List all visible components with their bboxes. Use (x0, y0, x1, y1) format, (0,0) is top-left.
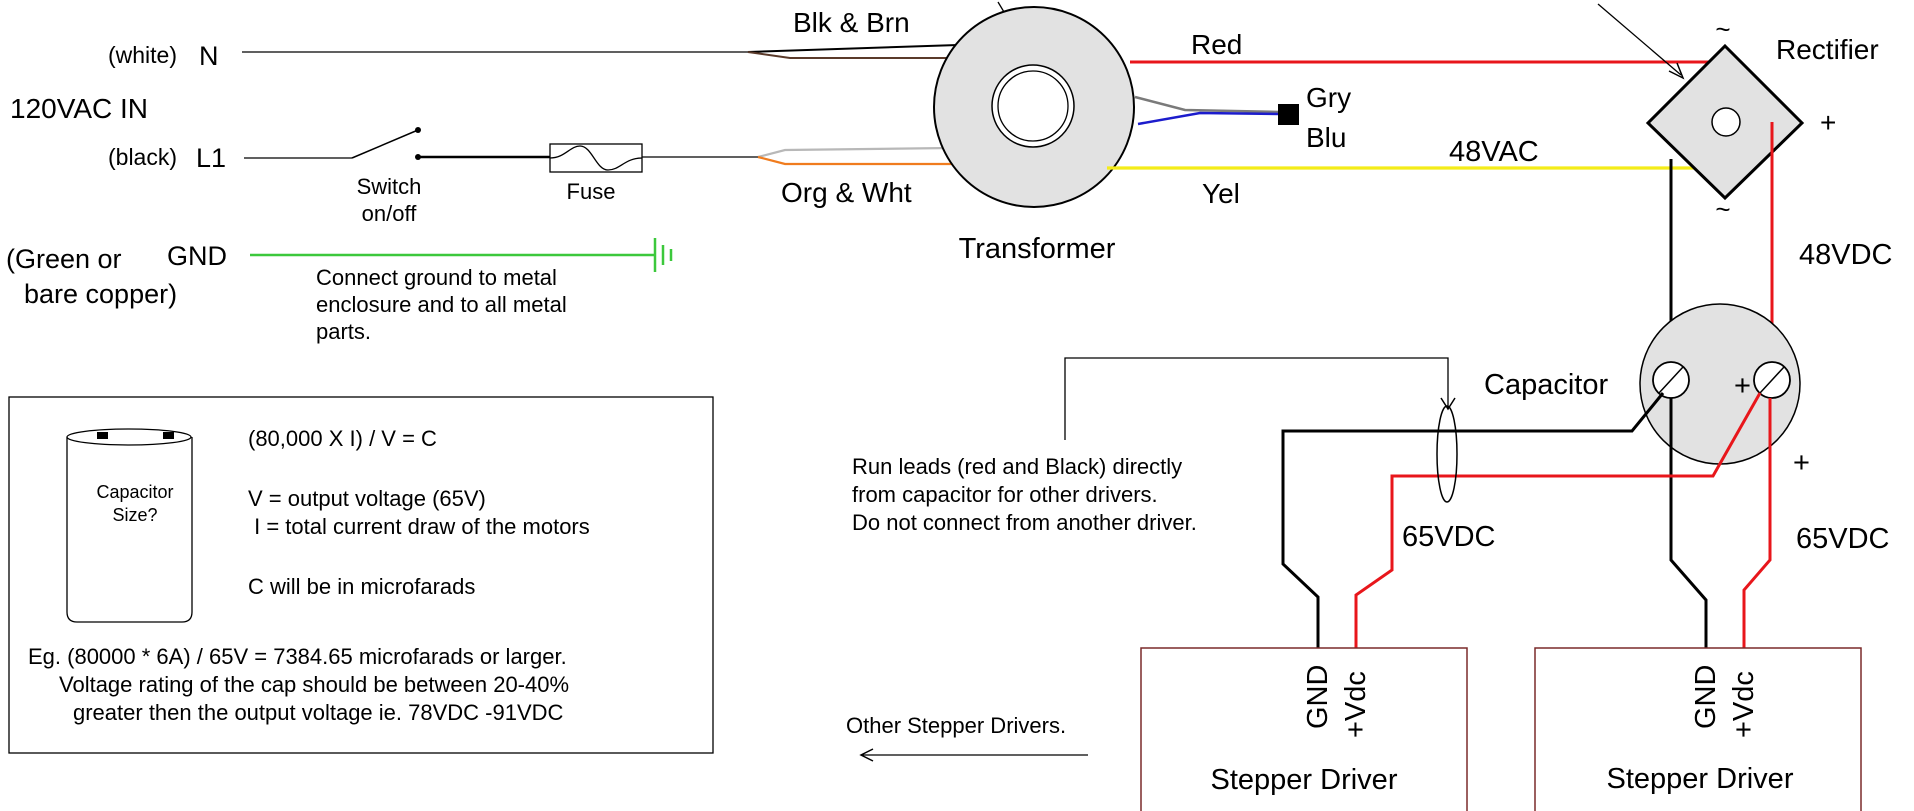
other-drivers-callout: Other Stepper Drivers. (846, 713, 1088, 762)
primary-lead-brown (747, 51, 962, 59)
ground-note-line-2: enclosure and to all metal (316, 292, 567, 317)
driver2-vdc-wire (1742, 398, 1772, 648)
example-line-3: greater then the output voltage ie. 78VD… (73, 700, 564, 725)
stepper-driver-1: GND +Vdc Stepper Driver (1140, 647, 1468, 811)
leads-note-arrowhead (1440, 397, 1456, 411)
switch: Switch on/off (351, 127, 422, 226)
switch-blade (351, 129, 419, 159)
stepper-driver-2-vdc-label: +Vdc (1728, 671, 1760, 738)
capacitor-negative-terminal (1652, 361, 1690, 399)
yellow-wire-label: Yel (1202, 178, 1240, 209)
transformer-leader-arrow (997, 1, 1005, 13)
primary-lead-white (757, 146, 951, 159)
neutral-prefix-label: (white) (108, 42, 177, 68)
ground-note-line-3: parts. (316, 319, 371, 344)
capacitor-plus-label: + (1734, 370, 1751, 402)
secondary-voltage-label: 48VAC (1449, 136, 1539, 168)
stepper-driver-2-body (1534, 647, 1862, 811)
current-definition: I = total current draw of the motors (248, 514, 590, 539)
capacitor-size-question: Size? (112, 505, 157, 525)
red-wire-label: Red (1191, 29, 1242, 60)
driver2-gnd-wire (1669, 398, 1708, 648)
switch-contact-top (415, 127, 421, 133)
ground-prefix-label-2: bare copper) (24, 279, 177, 309)
example-line-2: Voltage rating of the cap should be betw… (59, 672, 569, 697)
gry-blu-terminal (1278, 104, 1299, 125)
gray-wire-label: Gry (1306, 82, 1351, 113)
capacitor-output-left-label: 65VDC (1402, 521, 1496, 553)
blue-wire (1137, 111, 1281, 126)
fuse: Fuse (549, 143, 643, 204)
fuse-element (549, 145, 643, 171)
formula-text: (80,000 X I) / V = C (248, 426, 437, 451)
primary-top-wires-label: Blk & Brn (793, 7, 910, 38)
capacitor-output-right-label: 65VDC (1796, 523, 1890, 555)
voltage-definition: V = output voltage (65V) (248, 486, 486, 511)
line-label: L1 (196, 143, 226, 173)
rectifier-center-hole (1711, 107, 1741, 137)
twisted-pair-marker (1436, 405, 1458, 503)
stepper-driver-1-label: Stepper Driver (1211, 764, 1398, 796)
switch-state-label: on/off (362, 201, 418, 226)
switch-label: Switch (357, 174, 422, 199)
blue-wire-label: Blu (1306, 122, 1346, 153)
driver1-vdc-wire (1354, 392, 1762, 648)
transformer-section: Blk & Brn Org & Wht Transformer Red Gry … (747, 1, 1728, 265)
transformer-label: Transformer (959, 233, 1116, 265)
ground-note-line-1: Connect ground to metal (316, 265, 557, 290)
capacitor-label: Capacitor (1484, 369, 1608, 401)
capacitor-size-label: Capacitor (96, 482, 173, 502)
rectifier-ac-symbol-bottom: ~ (1715, 194, 1730, 224)
leads-note-line-1: Run leads (red and Black) directly (852, 454, 1182, 479)
capacitor-calc-box: Capacitor Size? (80,000 X I) / V = C V =… (8, 396, 714, 754)
rectifier-leader-arrowhead (1668, 62, 1685, 80)
ground-connection (250, 238, 673, 272)
capacitor-can-terminal-left (97, 432, 108, 439)
capacitor-drawing: Capacitor Size? (66, 428, 193, 623)
negative-terminal-slot (1658, 366, 1684, 394)
rectifier-label: Rectifier (1776, 34, 1879, 65)
leads-note-leader (1064, 357, 1449, 440)
capacitor-can-terminal-right (163, 432, 174, 439)
capacitance-unit-note: C will be in microfarads (248, 574, 475, 599)
example-line-1: Eg. (80000 * 6A) / 65V = 7384.65 microfa… (28, 644, 567, 669)
fuse-label: Fuse (567, 179, 616, 204)
positive-terminal-slot (1759, 366, 1785, 394)
other-drivers-label: Other Stepper Drivers. (846, 713, 1066, 738)
primary-lead-orange (757, 155, 955, 166)
rectifier-plus-label: + (1820, 107, 1836, 138)
ground-prefix-label: (Green or (6, 244, 122, 274)
primary-bottom-wires-label: Org & Wht (781, 177, 912, 208)
rectifier-section: ~ ~ Rectifier + 48VDC (1597, 3, 1893, 271)
stepper-driver-2: GND +Vdc Stepper Driver (1534, 647, 1862, 811)
gray-wire (1134, 95, 1281, 114)
ac-in-label: 120VAC IN (10, 93, 148, 124)
stepper-driver-2-gnd-label: GND (1690, 665, 1722, 729)
input-section: (white) N 120VAC IN (black) L1 Switch on… (6, 41, 758, 344)
other-drivers-arrowhead (859, 748, 874, 762)
primary-lead-black (747, 44, 959, 53)
ground-label: GND (167, 241, 227, 271)
leads-note-line-3: Do not connect from another driver. (852, 510, 1197, 535)
stepper-driver-1-gnd-label: GND (1302, 665, 1334, 729)
capacitor-positive-terminal (1753, 361, 1791, 399)
stepper-driver-1-body (1140, 647, 1468, 811)
stepper-driver-1-vdc-label: +Vdc (1340, 671, 1372, 738)
rectifier-ac-symbol-top: ~ (1715, 14, 1730, 44)
neutral-label: N (199, 41, 219, 71)
fuse-body (549, 143, 643, 173)
capacitor-can-body (66, 437, 193, 623)
transformer-core-inner (997, 70, 1069, 142)
capacitor-plus-out-label: + (1793, 447, 1810, 479)
capacitor-section: Capacitor + + 65VDC 65VDC (1064, 122, 1890, 648)
stepper-driver-2-label: Stepper Driver (1607, 763, 1794, 795)
leads-note-line-2: from capacitor for other drivers. (852, 482, 1158, 507)
driver1-gnd-wire (1281, 392, 1665, 648)
rectifier-leader-arrow (1597, 3, 1682, 76)
line-prefix-label: (black) (108, 144, 177, 170)
rectifier-output-label: 48VDC (1799, 239, 1893, 271)
